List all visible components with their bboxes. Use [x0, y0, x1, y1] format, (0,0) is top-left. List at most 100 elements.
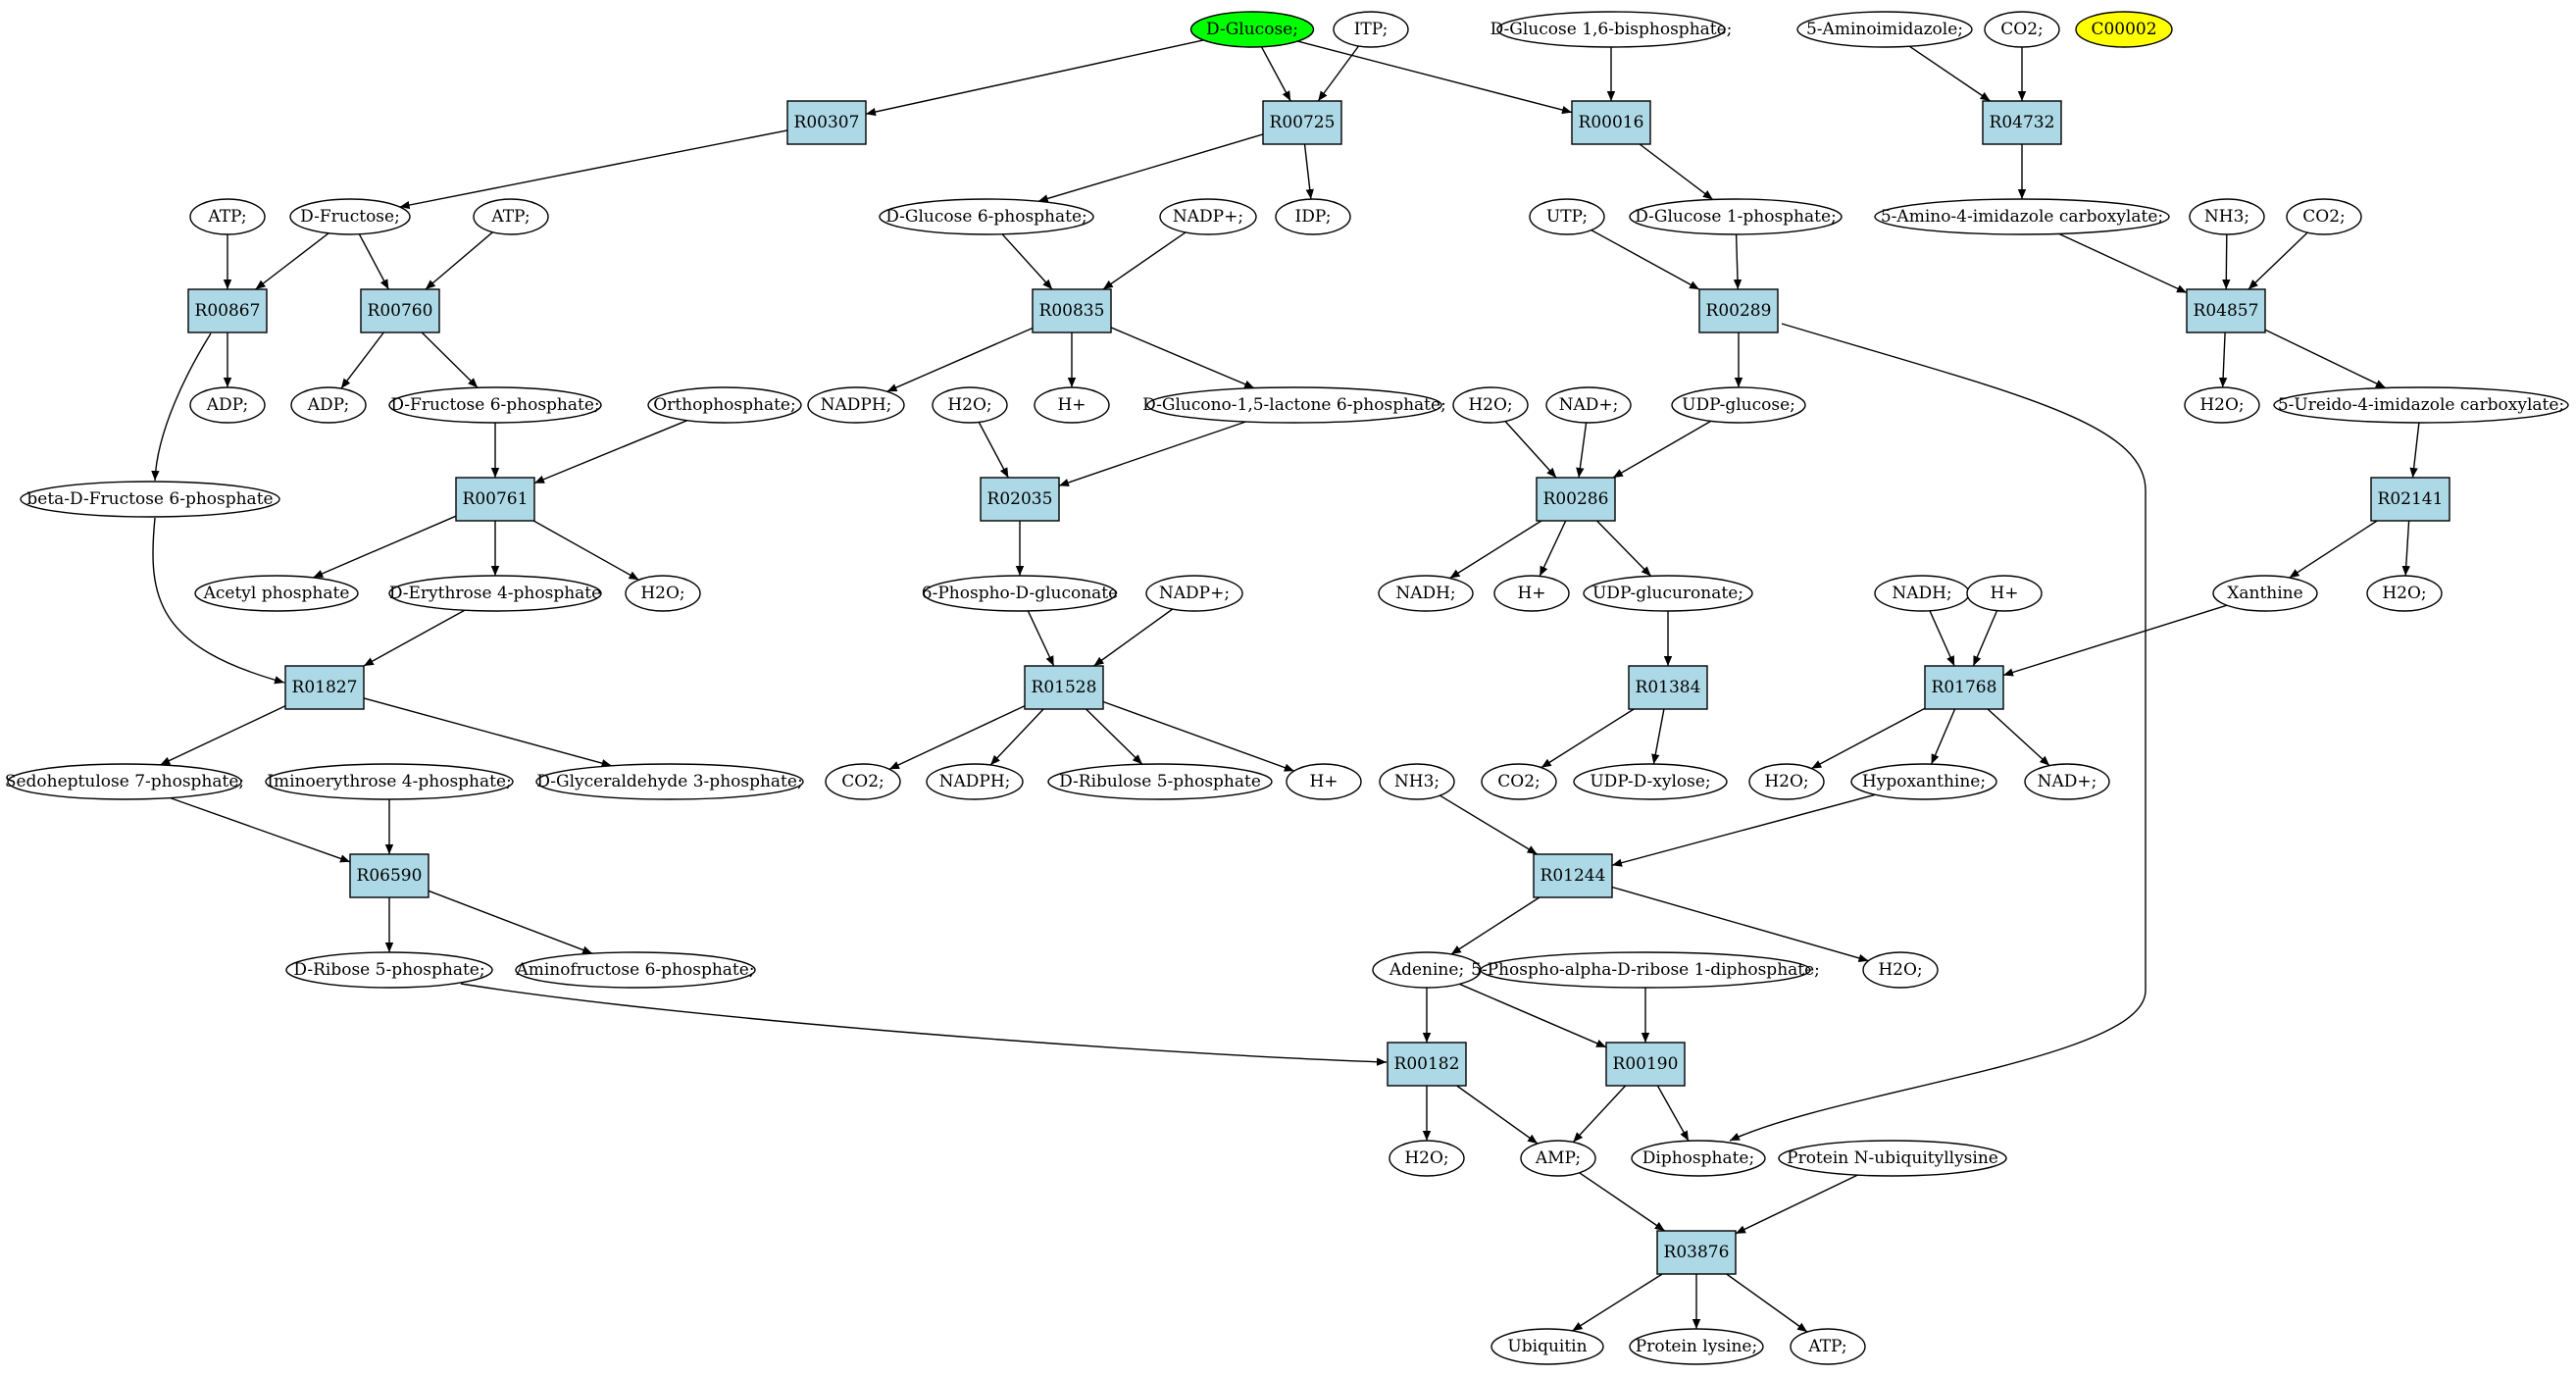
reaction-node-r00190[interactable]: R00190: [1605, 1042, 1686, 1087]
reaction-node-r02035[interactable]: R02035: [980, 477, 1060, 522]
compound-node-dfructose[interactable]: D-Fructose;: [289, 198, 411, 235]
compound-node-prpp[interactable]: 5-Phospho-alpha-D-ribose 1-diphosphate;: [1471, 951, 1820, 989]
compound-node-hplus_c[interactable]: H+: [1966, 575, 2043, 612]
compound-node-dribulose[interactable]: D-Ribulose 5-phosphate: [1047, 763, 1273, 800]
compound-node-adenine[interactable]: Adenine;: [1372, 951, 1482, 989]
reaction-node-r04732[interactable]: R04732: [1982, 100, 2062, 145]
compound-node-dglucose[interactable]: D-Glucose;: [1189, 11, 1315, 48]
compound-node-co2_d[interactable]: CO2;: [1481, 763, 1557, 800]
compound-node-nadph_a[interactable]: NADPH;: [807, 386, 905, 424]
compound-node-nad_b[interactable]: NAD+;: [2024, 763, 2110, 800]
compound-node-h2o_b[interactable]: H2O;: [1452, 386, 1529, 424]
compound-label: 5-Phospho-alpha-D-ribose 1-diphosphate;: [1471, 960, 1820, 980]
compound-label: CO2;: [1497, 772, 1541, 791]
compound-ellipse: [1145, 575, 1243, 612]
compound-node-dr5p[interactable]: D-Ribose 5-phosphate;: [285, 951, 493, 989]
compound-label: H2O;: [640, 584, 684, 603]
compound-node-hplus_d[interactable]: H+: [1286, 763, 1362, 800]
reaction-node-r01768[interactable]: R01768: [1924, 665, 2004, 710]
compound-node-ubiquitin[interactable]: Ubiquitin: [1490, 1328, 1604, 1365]
compound-label: CO2;: [2302, 207, 2346, 227]
reaction-node-r01528[interactable]: R01528: [1024, 665, 1104, 710]
compound-node-ureido[interactable]: 5-Ureido-4-imidazole carboxylate;: [2273, 386, 2569, 424]
compound-node-diphosphate[interactable]: Diphosphate;: [1631, 1140, 1766, 1177]
compound-node-h2o_c[interactable]: H2O;: [2184, 386, 2260, 424]
compound-node-df6p[interactable]: D-Fructose 6-phosphate;: [388, 386, 602, 424]
reaction-node-r01827[interactable]: R01827: [284, 665, 365, 710]
compound-node-aicarbox[interactable]: 5-Amino-4-imidazole carboxylate;: [1874, 198, 2170, 235]
compound-label: H2O;: [1878, 960, 1922, 980]
reaction-node-r04857[interactable]: R04857: [2186, 288, 2266, 333]
compound-node-nadh_b[interactable]: NADH;: [1874, 575, 1970, 612]
compound-node-nh3_a[interactable]: NH3;: [2189, 198, 2265, 235]
reaction-node-r00760[interactable]: R00760: [360, 288, 440, 333]
compound-node-udpxylose[interactable]: UDP-D-xylose;: [1573, 763, 1728, 800]
reaction-node-r00867[interactable]: R00867: [187, 288, 268, 333]
reaction-node-r01384[interactable]: R01384: [1628, 665, 1708, 710]
reaction-node-r00835[interactable]: R00835: [1032, 288, 1112, 333]
compound-node-aminoimid[interactable]: 5-Aminoimidazole;: [1796, 11, 1973, 48]
compound-node-phosphogluconate[interactable]: 6-Phospho-D-gluconate: [922, 575, 1118, 612]
reaction-node-r00289[interactable]: R00289: [1698, 288, 1779, 333]
compound-node-amp[interactable]: AMP;: [1520, 1140, 1596, 1177]
compound-node-protlysine[interactable]: Protein lysine;: [1629, 1328, 1764, 1365]
compound-node-h2o_h[interactable]: H2O;: [1389, 1140, 1465, 1177]
reaction-node-r00016[interactable]: R00016: [1571, 100, 1651, 145]
compound-node-nadp_a[interactable]: NADP+;: [1159, 198, 1257, 235]
compound-node-udpglucose[interactable]: UDP-glucose;: [1671, 386, 1806, 424]
reaction-node-r00307[interactable]: R00307: [786, 100, 867, 145]
reaction-node-r03876[interactable]: R03876: [1656, 1230, 1737, 1275]
compound-node-h2o_e[interactable]: H2O;: [2366, 575, 2443, 612]
compound-node-itp[interactable]: ITP;: [1333, 11, 1409, 48]
compound-node-c00002[interactable]: C00002: [2075, 11, 2173, 48]
compound-node-de4p[interactable]: D-Erythrose 4-phosphate: [388, 575, 602, 612]
compound-node-dglucono[interactable]: D-Glucono-1,5-lactone 6-phosphate;: [1142, 386, 1446, 424]
compound-node-co2_b[interactable]: CO2;: [2286, 198, 2362, 235]
reaction-node-r00725[interactable]: R00725: [1262, 100, 1342, 145]
compound-node-nadph_b[interactable]: NADPH;: [926, 763, 1024, 800]
compound-node-nh3_b[interactable]: NH3;: [1379, 763, 1455, 800]
compound-node-hypoxanthine[interactable]: Hypoxanthine;: [1850, 763, 1997, 800]
compound-node-h2o_d[interactable]: H2O;: [625, 575, 701, 612]
compound-node-nad_a[interactable]: NAD+;: [1545, 386, 1632, 424]
reaction-node-r01244[interactable]: R01244: [1533, 853, 1613, 898]
compound-ellipse: [20, 481, 280, 518]
reaction-node-r00182[interactable]: R00182: [1387, 1042, 1467, 1087]
edge-protubiq-to-r03876: [1735, 1174, 1858, 1235]
compound-node-h2o_f[interactable]: H2O;: [1748, 763, 1825, 800]
compound-node-sedohept[interactable]: Sedoheptulose 7-phosphate;: [5, 763, 244, 800]
compound-node-dg1p[interactable]: D-Glucose 1-phosphate;: [1629, 198, 1843, 235]
compound-node-atp_c[interactable]: ATP;: [1790, 1328, 1866, 1365]
compound-node-nadh_a[interactable]: NADH;: [1378, 575, 1474, 612]
compound-node-co2_top[interactable]: CO2;: [1984, 11, 2060, 48]
compound-node-iminoeryth[interactable]: Iminoerythrose 4-phosphate;: [265, 763, 514, 800]
compound-node-dg6p[interactable]: D-Glucose 6-phosphate;: [879, 198, 1094, 235]
compound-node-hplus_b[interactable]: H+: [1493, 575, 1570, 612]
compound-node-aminofruct[interactable]: Aminofructose 6-phosphate;: [515, 951, 756, 989]
reaction-node-r02141[interactable]: R02141: [2370, 477, 2450, 522]
compound-node-h2o_a[interactable]: H2O;: [932, 386, 1008, 424]
compound-node-hplus_a[interactable]: H+: [1034, 386, 1110, 424]
reaction-node-r00761[interactable]: R00761: [455, 477, 535, 522]
compound-node-udpglucuronate[interactable]: UDP-glucuronate;: [1583, 575, 1753, 612]
compound-node-atp_b[interactable]: ATP;: [473, 198, 549, 235]
compound-node-adp_a[interactable]: ADP;: [189, 386, 266, 424]
edge-r01827-to-sedohept: [160, 705, 286, 766]
compound-node-idp[interactable]: IDP;: [1275, 198, 1351, 235]
reaction-node-r06590[interactable]: R06590: [349, 853, 429, 898]
compound-node-h2o_g[interactable]: H2O;: [1862, 951, 1939, 989]
compound-node-orthophos[interactable]: Orthophosphate;: [647, 386, 802, 424]
compound-node-adp_b[interactable]: ADP;: [290, 386, 367, 424]
compound-node-bdf6p[interactable]: beta-D-Fructose 6-phosphate: [20, 481, 280, 518]
reaction-node-r00286[interactable]: R00286: [1536, 477, 1616, 522]
compound-node-nadp_b[interactable]: NADP+;: [1145, 575, 1243, 612]
compound-node-xanthine[interactable]: Xanthine: [2212, 575, 2318, 612]
compound-label: H2O;: [1404, 1148, 1448, 1168]
compound-node-acetylp[interactable]: Acetyl phosphate: [194, 575, 359, 612]
compound-node-dg16bp[interactable]: D-Glucose 1,6-bisphosphate;: [1490, 11, 1733, 48]
compound-node-utp[interactable]: UTP;: [1529, 198, 1605, 235]
compound-node-atp_a[interactable]: ATP;: [189, 198, 266, 235]
compound-node-co2_c[interactable]: CO2;: [825, 763, 901, 800]
compound-node-protubiq[interactable]: Protein N-ubiquityllysine: [1778, 1140, 2007, 1177]
compound-node-dga3p[interactable]: D-Glyceraldehyde 3-phosphate;: [535, 763, 804, 800]
